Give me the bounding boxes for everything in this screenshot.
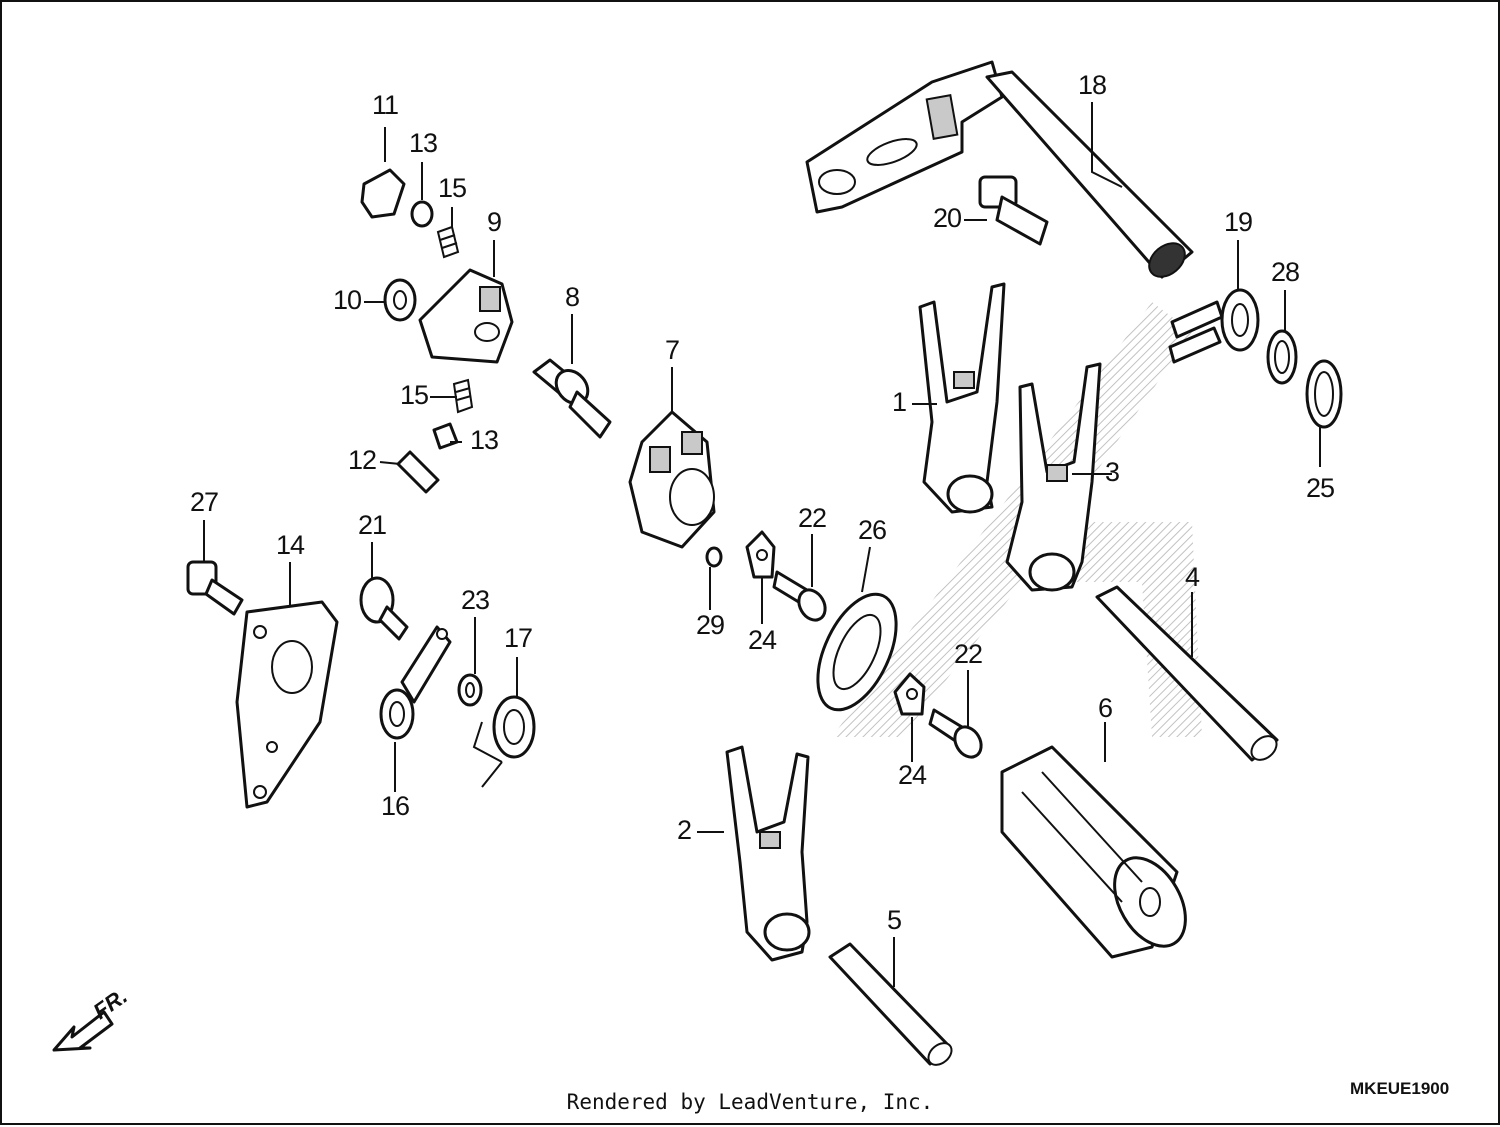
callout-13-upper: 13 [409,128,437,158]
callout-25: 25 [1306,473,1334,503]
callout-7: 7 [665,335,679,365]
oil-seal-26-part[interactable] [802,582,912,721]
cap-11-part[interactable] [360,168,406,219]
spring-15-lower-part[interactable] [452,378,474,414]
leader-lines [203,102,1321,987]
pin-bolt-8-part[interactable] [532,358,612,439]
collar-16-part[interactable] [379,688,415,740]
callout-5: 5 [887,905,901,935]
callout-labels: 1 2 3 4 5 6 7 8 9 10 11 12 13 13 14 15 1… [190,70,1335,935]
callout-20: 20 [933,203,961,233]
guide-plate-14-part[interactable] [235,600,339,809]
spring-17-part[interactable] [472,695,536,788]
front-direction-indicator: FR. [52,983,132,1052]
bolt-22-upper-part[interactable] [772,570,830,625]
callout-29: 29 [696,610,724,640]
callout-27: 27 [190,487,218,517]
shift-fork-3-part[interactable] [1005,362,1102,592]
callout-17: 17 [504,623,532,653]
callout-28: 28 [1271,257,1299,287]
callout-3: 3 [1105,457,1119,487]
washer-28-part[interactable] [1266,329,1298,385]
callout-26: 26 [858,515,886,545]
ball-13-upper-part[interactable] [410,200,434,228]
ball-13-lower-part[interactable] [432,422,459,450]
callout-15-lower: 15 [400,380,428,410]
bolt-27-part[interactable] [186,560,244,616]
link-plate-part[interactable] [400,625,452,704]
return-spring-19-part[interactable] [1168,288,1260,364]
callout-6: 6 [1098,693,1112,723]
callout-1: 1 [892,387,906,417]
callout-13-lower: 13 [470,425,498,455]
washer-25-part[interactable] [1305,359,1343,429]
callout-24-lower: 24 [898,760,927,790]
plate-24-upper-part[interactable] [745,530,776,579]
callout-8: 8 [565,282,579,312]
callout-19: 19 [1224,207,1252,237]
callout-9: 9 [487,207,501,237]
callout-14: 14 [276,530,305,560]
bolt-20-part[interactable] [978,175,1049,246]
callout-10: 10 [333,285,361,315]
bolt-21-part[interactable] [359,576,409,641]
callout-12: 12 [348,445,376,475]
callout-16: 16 [381,791,409,821]
arrow-left-icon [52,1010,114,1052]
callout-4: 4 [1185,562,1200,592]
drum-center-7-part[interactable] [628,410,716,549]
callout-21: 21 [358,510,386,540]
washer-23-part[interactable] [457,673,483,707]
callout-18: 18 [1078,70,1106,100]
callout-15-upper: 15 [438,173,466,203]
spring-15-upper-part[interactable] [436,225,460,259]
fork-shaft-4-part[interactable] [1095,585,1281,765]
callout-11: 11 [372,90,398,120]
shift-fork-2-part[interactable] [725,745,811,962]
shift-spindle-part[interactable] [805,60,1194,284]
plate-24-lower-part[interactable] [893,672,926,716]
pin-12-part[interactable] [396,450,440,494]
callout-2: 2 [677,815,691,845]
fork-shaft-5-part[interactable] [828,942,956,1069]
callout-23: 23 [461,585,489,615]
stopper-arm-9-part[interactable] [418,268,514,364]
pin-29-part[interactable] [705,546,723,568]
diagram-code: MKEUE1900 [1350,1079,1449,1098]
shift-drum-6-part[interactable] [1000,745,1200,959]
callout-22-lower: 22 [954,639,982,669]
callout-22-upper: 22 [798,503,826,533]
bolt-22-lower-part[interactable] [928,708,986,762]
callout-24-upper: 24 [748,625,777,655]
shift-fork-1-part[interactable] [918,282,1006,514]
render-credit: Rendered by LeadVenture, Inc. [566,1090,934,1114]
washer-10-part[interactable] [383,278,417,322]
